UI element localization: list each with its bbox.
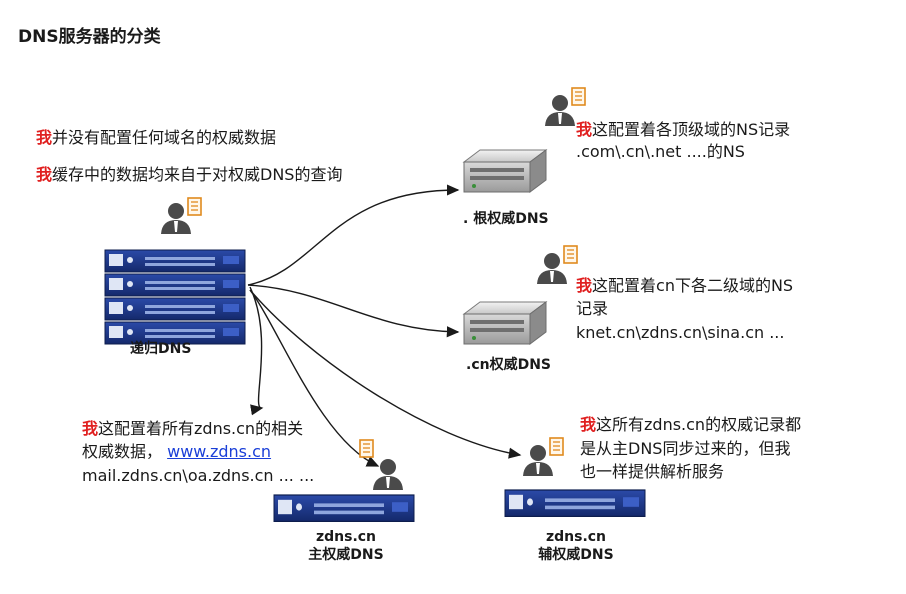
document-icon — [563, 245, 578, 264]
recursive-dns-server — [104, 249, 246, 345]
document-icon — [571, 87, 586, 106]
root-note-1: 我这配置着各顶级域的NS记录 — [576, 120, 791, 139]
primary-note-3: mail.zdns.cn\oa.zdns.cn ... ... — [82, 466, 315, 485]
person-icon — [161, 203, 191, 234]
arrow-to-root — [247, 184, 460, 286]
cn-note-3: knet.cn\zdns.cn\sina.cn ... — [576, 323, 785, 342]
me-label: 我 — [580, 415, 597, 434]
arrow-from-recursive-base — [249, 286, 264, 416]
me-label: 我 — [576, 120, 593, 139]
cn-note-1: 我这配置着cn下各二级域的NS — [576, 276, 794, 295]
me-label: 我 — [36, 128, 53, 147]
document-icon — [549, 437, 564, 456]
document-icon — [187, 197, 202, 216]
person-icon — [373, 459, 403, 490]
cn-dns-label: .cn权威DNS — [466, 357, 552, 373]
secondary-note-3: 也一样提供解析服务 — [580, 462, 725, 481]
recursive-note-1: 我并没有配置任何域名的权威数据 — [36, 128, 277, 147]
cn-note-2: 记录 — [576, 299, 609, 318]
secondary-note-1: 我这所有zdns.cn的权威记录都 — [580, 415, 802, 434]
zdns-link[interactable]: www.zdns.cn — [167, 442, 272, 461]
me-label: 我 — [36, 165, 53, 184]
primary-dns-label: zdns.cn 主权威DNS — [308, 529, 384, 563]
primary-note-1: 我这配置着所有zdns.cn的相关 — [82, 419, 304, 438]
root-dns-server — [463, 149, 547, 193]
primary-note-2: 权威数据， www.zdns.cn — [82, 442, 272, 461]
me-label: 我 — [576, 276, 593, 295]
person-icon — [523, 445, 553, 476]
page-title: DNS服务器的分类 — [18, 27, 161, 47]
me-label: 我 — [82, 419, 99, 438]
arrow-to-cn — [247, 284, 460, 338]
arrow-to-primary — [249, 289, 380, 467]
person-icon — [537, 253, 567, 284]
arrow-to-secondary — [249, 289, 522, 459]
cn-dns-server — [463, 301, 547, 345]
document-icon — [359, 439, 374, 458]
secondary-dns-label: zdns.cn 辅权威DNS — [538, 529, 614, 563]
root-note-2: .com\.cn\.net ....的NS — [576, 142, 745, 161]
root-dns-label: . 根权威DNS — [463, 211, 549, 227]
recursive-note-2: 我缓存中的数据均来自于对权威DNS的查询 — [36, 165, 343, 184]
person-icon — [545, 95, 575, 126]
secondary-note-2: 是从主DNS同步过来的，但我 — [580, 439, 791, 458]
recursive-dns-label: 递归DNS — [130, 341, 192, 357]
primary-dns-server — [273, 494, 415, 523]
secondary-dns-server — [504, 489, 646, 518]
